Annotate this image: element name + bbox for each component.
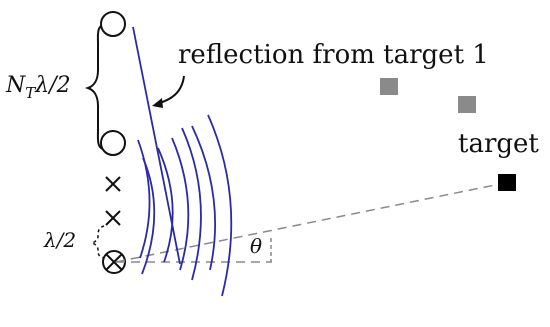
wavefront-7 — [207, 114, 233, 297]
line-of-sight — [115, 183, 501, 263]
aperture-N: N — [5, 73, 26, 98]
wavefront-6 — [191, 125, 217, 271]
target-1-marker — [498, 174, 516, 191]
gray-target-2 — [458, 96, 476, 113]
reflection-arrowhead — [152, 98, 163, 108]
aperture-brace — [84, 23, 109, 151]
aperture-subscript: T — [25, 84, 36, 102]
tx-element-bottom — [100, 130, 126, 156]
tx-element-top — [100, 11, 126, 37]
target-label: target 1 — [458, 129, 550, 159]
rx-cross-1 — [105, 176, 121, 192]
spacing-brace — [89, 225, 105, 259]
rx-cross-2 — [105, 210, 121, 226]
gray-target-1 — [380, 78, 398, 95]
wavefront-1 — [137, 139, 151, 259]
wavefronts — [137, 114, 233, 297]
wavefront-3 — [157, 147, 174, 263]
wavefront-5 — [181, 127, 202, 281]
aperture-lambda: λ/2 — [34, 73, 70, 98]
reflection-label: reflection from target 1 — [178, 40, 489, 70]
spacing-label: λ/2 — [43, 228, 76, 252]
aperture-label: NTλ/2 — [5, 73, 71, 102]
wavefront-2 — [141, 157, 156, 275]
wavefront-4 — [171, 137, 190, 271]
angle-label: θ — [250, 234, 262, 258]
